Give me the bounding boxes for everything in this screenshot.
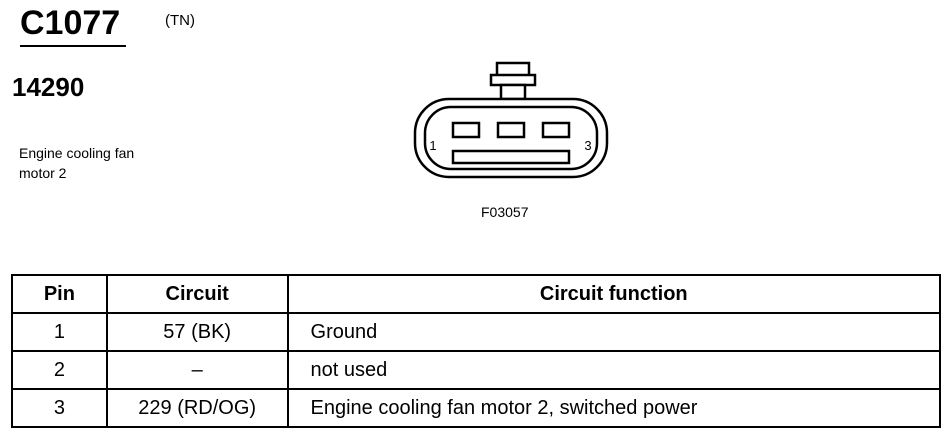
market-code: (TN): [165, 12, 195, 29]
table-header-row: Pin Circuit Circuit function: [11, 274, 942, 314]
description-line-1: Engine cooling fan: [19, 145, 135, 161]
connector-id: C1077: [20, 4, 121, 42]
pin-cell: 1: [11, 312, 108, 352]
terminal-cavity: [541, 121, 571, 139]
connector-face-diagram: 1 3: [413, 61, 609, 179]
connector-id-underline: [20, 45, 126, 47]
table-row: 3 229 (RD/OG) Engine cooling fan motor 2…: [11, 388, 942, 428]
part-number: 14290: [12, 72, 85, 102]
pin-label-3: 3: [584, 138, 591, 153]
circuit-cell: 229 (RD/OG): [105, 388, 289, 428]
table-row: 2 – not used: [11, 350, 942, 390]
function-cell: Ground: [286, 312, 942, 352]
terminal-cavity: [496, 121, 526, 139]
connector-lock-tab-stem: [499, 83, 527, 101]
connector-lock-tab-collar: [489, 73, 537, 87]
figure-code: F03057: [481, 204, 529, 220]
circuit-cell: –: [105, 350, 289, 390]
pin-label-1: 1: [429, 138, 436, 153]
function-cell: Engine cooling fan motor 2, switched pow…: [286, 388, 942, 428]
terminal-cavity: [451, 121, 481, 139]
description-line-2: motor 2: [19, 165, 67, 181]
function-cell: not used: [286, 350, 942, 390]
connector-description: Engine cooling fan motor 2: [19, 143, 189, 183]
circuit-cell: 57 (BK): [105, 312, 289, 352]
connector-key-slot: [451, 149, 571, 165]
column-header-circuit: Circuit: [105, 274, 289, 314]
pin-cell: 3: [11, 388, 108, 428]
table-row: 1 57 (BK) Ground: [11, 312, 942, 352]
pin-cell: 2: [11, 350, 108, 390]
pin-table: Pin Circuit Circuit function 1 57 (BK) G…: [11, 274, 942, 428]
column-header-pin: Pin: [11, 274, 108, 314]
column-header-circuit-function: Circuit function: [286, 274, 942, 314]
